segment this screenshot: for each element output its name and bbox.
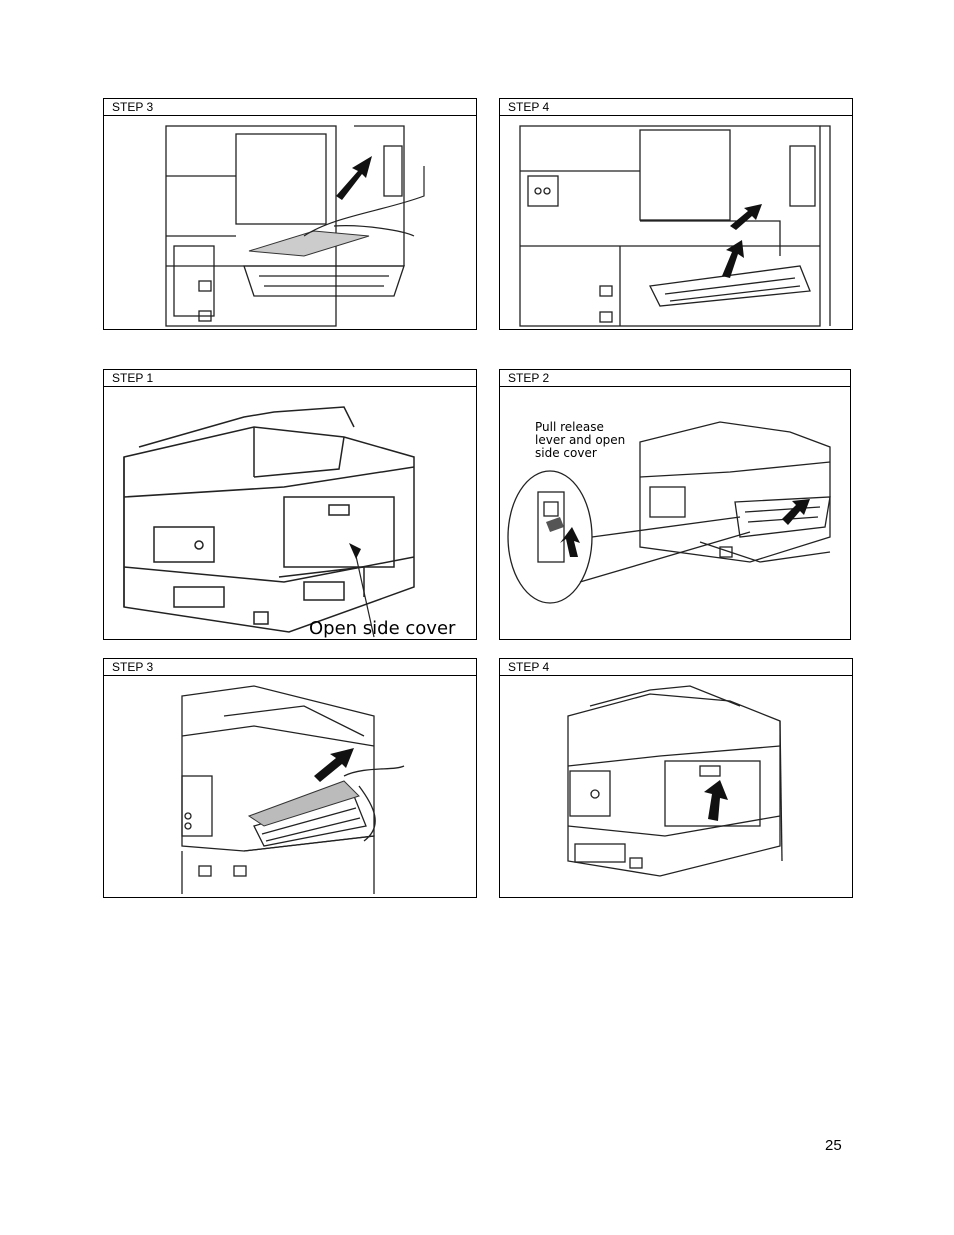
printer-illustration-release-lever bbox=[500, 387, 850, 639]
step-label: STEP 3 bbox=[104, 659, 476, 676]
step-panel-top-left: STEP 3 bbox=[103, 98, 477, 330]
printer-illustration-close-side-cover bbox=[500, 676, 852, 897]
callout-open-side-cover: Open side cover bbox=[309, 618, 456, 639]
step-label: STEP 3 bbox=[104, 99, 476, 116]
step-label: STEP 2 bbox=[500, 370, 850, 387]
printer-illustration-remove-paper-fuser bbox=[104, 116, 476, 329]
printer-illustration-pull-jammed-paper bbox=[104, 676, 476, 897]
step-label: STEP 4 bbox=[500, 659, 852, 676]
step-panel-bottom-right: STEP 4 bbox=[499, 658, 853, 898]
page-number: 25 bbox=[825, 1137, 842, 1154]
step-label: STEP 4 bbox=[500, 99, 852, 116]
printer-illustration-close-fuser-unit bbox=[500, 116, 852, 329]
callout-pull-release-lever: Pull release lever and open side cover bbox=[535, 420, 626, 460]
step-panel-bottom-left: STEP 3 bbox=[103, 658, 477, 898]
step-panel-middle-left: STEP 1 Open side cover bbox=[103, 369, 477, 640]
step-panel-top-right: STEP 4 bbox=[499, 98, 853, 330]
step-panel-middle-right: STEP 2 Pull release lever and open bbox=[499, 369, 851, 640]
printer-illustration-open-side-cover bbox=[104, 387, 476, 639]
step-label: STEP 1 bbox=[104, 370, 476, 387]
